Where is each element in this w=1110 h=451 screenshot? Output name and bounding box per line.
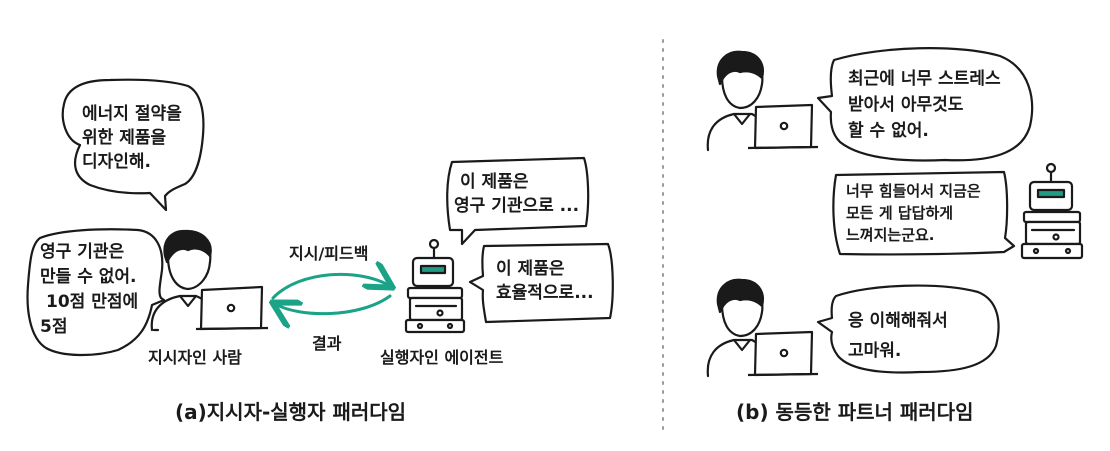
agent-bubble-bottom-text: 이 제품은 효율적으로... [496,257,594,305]
result-arrow [275,294,392,314]
partner-person-figure-bottom [706,278,766,378]
bubble-line: 5점 [40,317,68,337]
bubble-line: 위한 제품을 [82,128,167,148]
bubble-line: 영구 기관은 [40,242,125,262]
agent-speech-bubble-bottom [468,242,614,324]
instruction-feedback-label: 지시/피드백 [289,244,369,263]
instructor-bubble-top-text: 에너지 절약을 위한 제품을 디자인해. [82,102,202,174]
caption-instructor-executor: (a)지시자-실행자 패러다임 [175,400,407,424]
robot-speech-bubble [832,170,1016,256]
instructor-person-figure [150,229,214,332]
partner-speech-bubble-1 [816,47,1034,162]
partner-laptop-top [747,103,819,150]
partner-person-figure-top [706,50,766,152]
bubble-line: 10점 만점에 [46,292,139,312]
bubble-line: 이 제품은 [460,172,529,192]
instructor-laptop [195,285,269,331]
robot-bubble-text: 너무 힘들어서 지금은 모든 게 답답하게 느껴지는군요. [846,180,981,246]
instructor-speech-bubble-top [61,78,205,212]
bubble-line: 이 제품은 [496,259,565,279]
bubble-line: 모든 게 답답하게 [846,204,954,222]
bubble-line: 고마워. [848,341,902,361]
bubble-line: 응 이해해줘서 [848,311,948,331]
caption-equal-partner: (b) 동등한 파트너 패러다임 [736,400,974,424]
instructor-bubble-left-text: 영구 기관은 만들 수 없어. 10점 만점에 5점 [40,240,138,340]
partner-robot-figure [1020,162,1084,260]
instructor-label: 지시자인 사람 [148,348,242,367]
partner-bubble-1-text: 최근에 너무 스트레스 받아서 아무것도 할 수 없어. [848,66,1001,144]
bubble-line: 너무 힘들어서 지금은 [846,182,981,200]
partner-laptop-bottom [747,330,819,377]
bubble-line: 에너지 절약을 [82,104,182,124]
bubble-line: 효율적으로... [496,283,594,303]
bubble-line: 디자인해. [82,152,152,172]
instructor-speech-bubble-left [26,228,166,357]
bubble-line: 느껴지는군요. [846,226,935,244]
agent-bubble-top-text: 이 제품은 영구 기관으로 ... [454,170,579,218]
instruction-feedback-arrow [271,274,390,300]
bubble-line: 할 수 없어. [848,121,929,141]
bubble-line: 최근에 너무 스트레스 [848,69,1001,89]
result-label: 결과 [312,334,342,353]
bubble-line: 영구 기관으로 ... [454,196,580,216]
bubble-line: 만들 수 없어. [40,267,137,287]
agent-speech-bubble-top [446,156,590,246]
agent-robot-figure [404,238,466,334]
agent-label: 실행자인 에이전트 [380,348,504,367]
partner-speech-bubble-2 [816,284,1000,374]
partner-bubble-2-text: 응 이해해줘서 고마워. [848,306,948,366]
bubble-line: 받아서 아무것도 [848,95,964,115]
